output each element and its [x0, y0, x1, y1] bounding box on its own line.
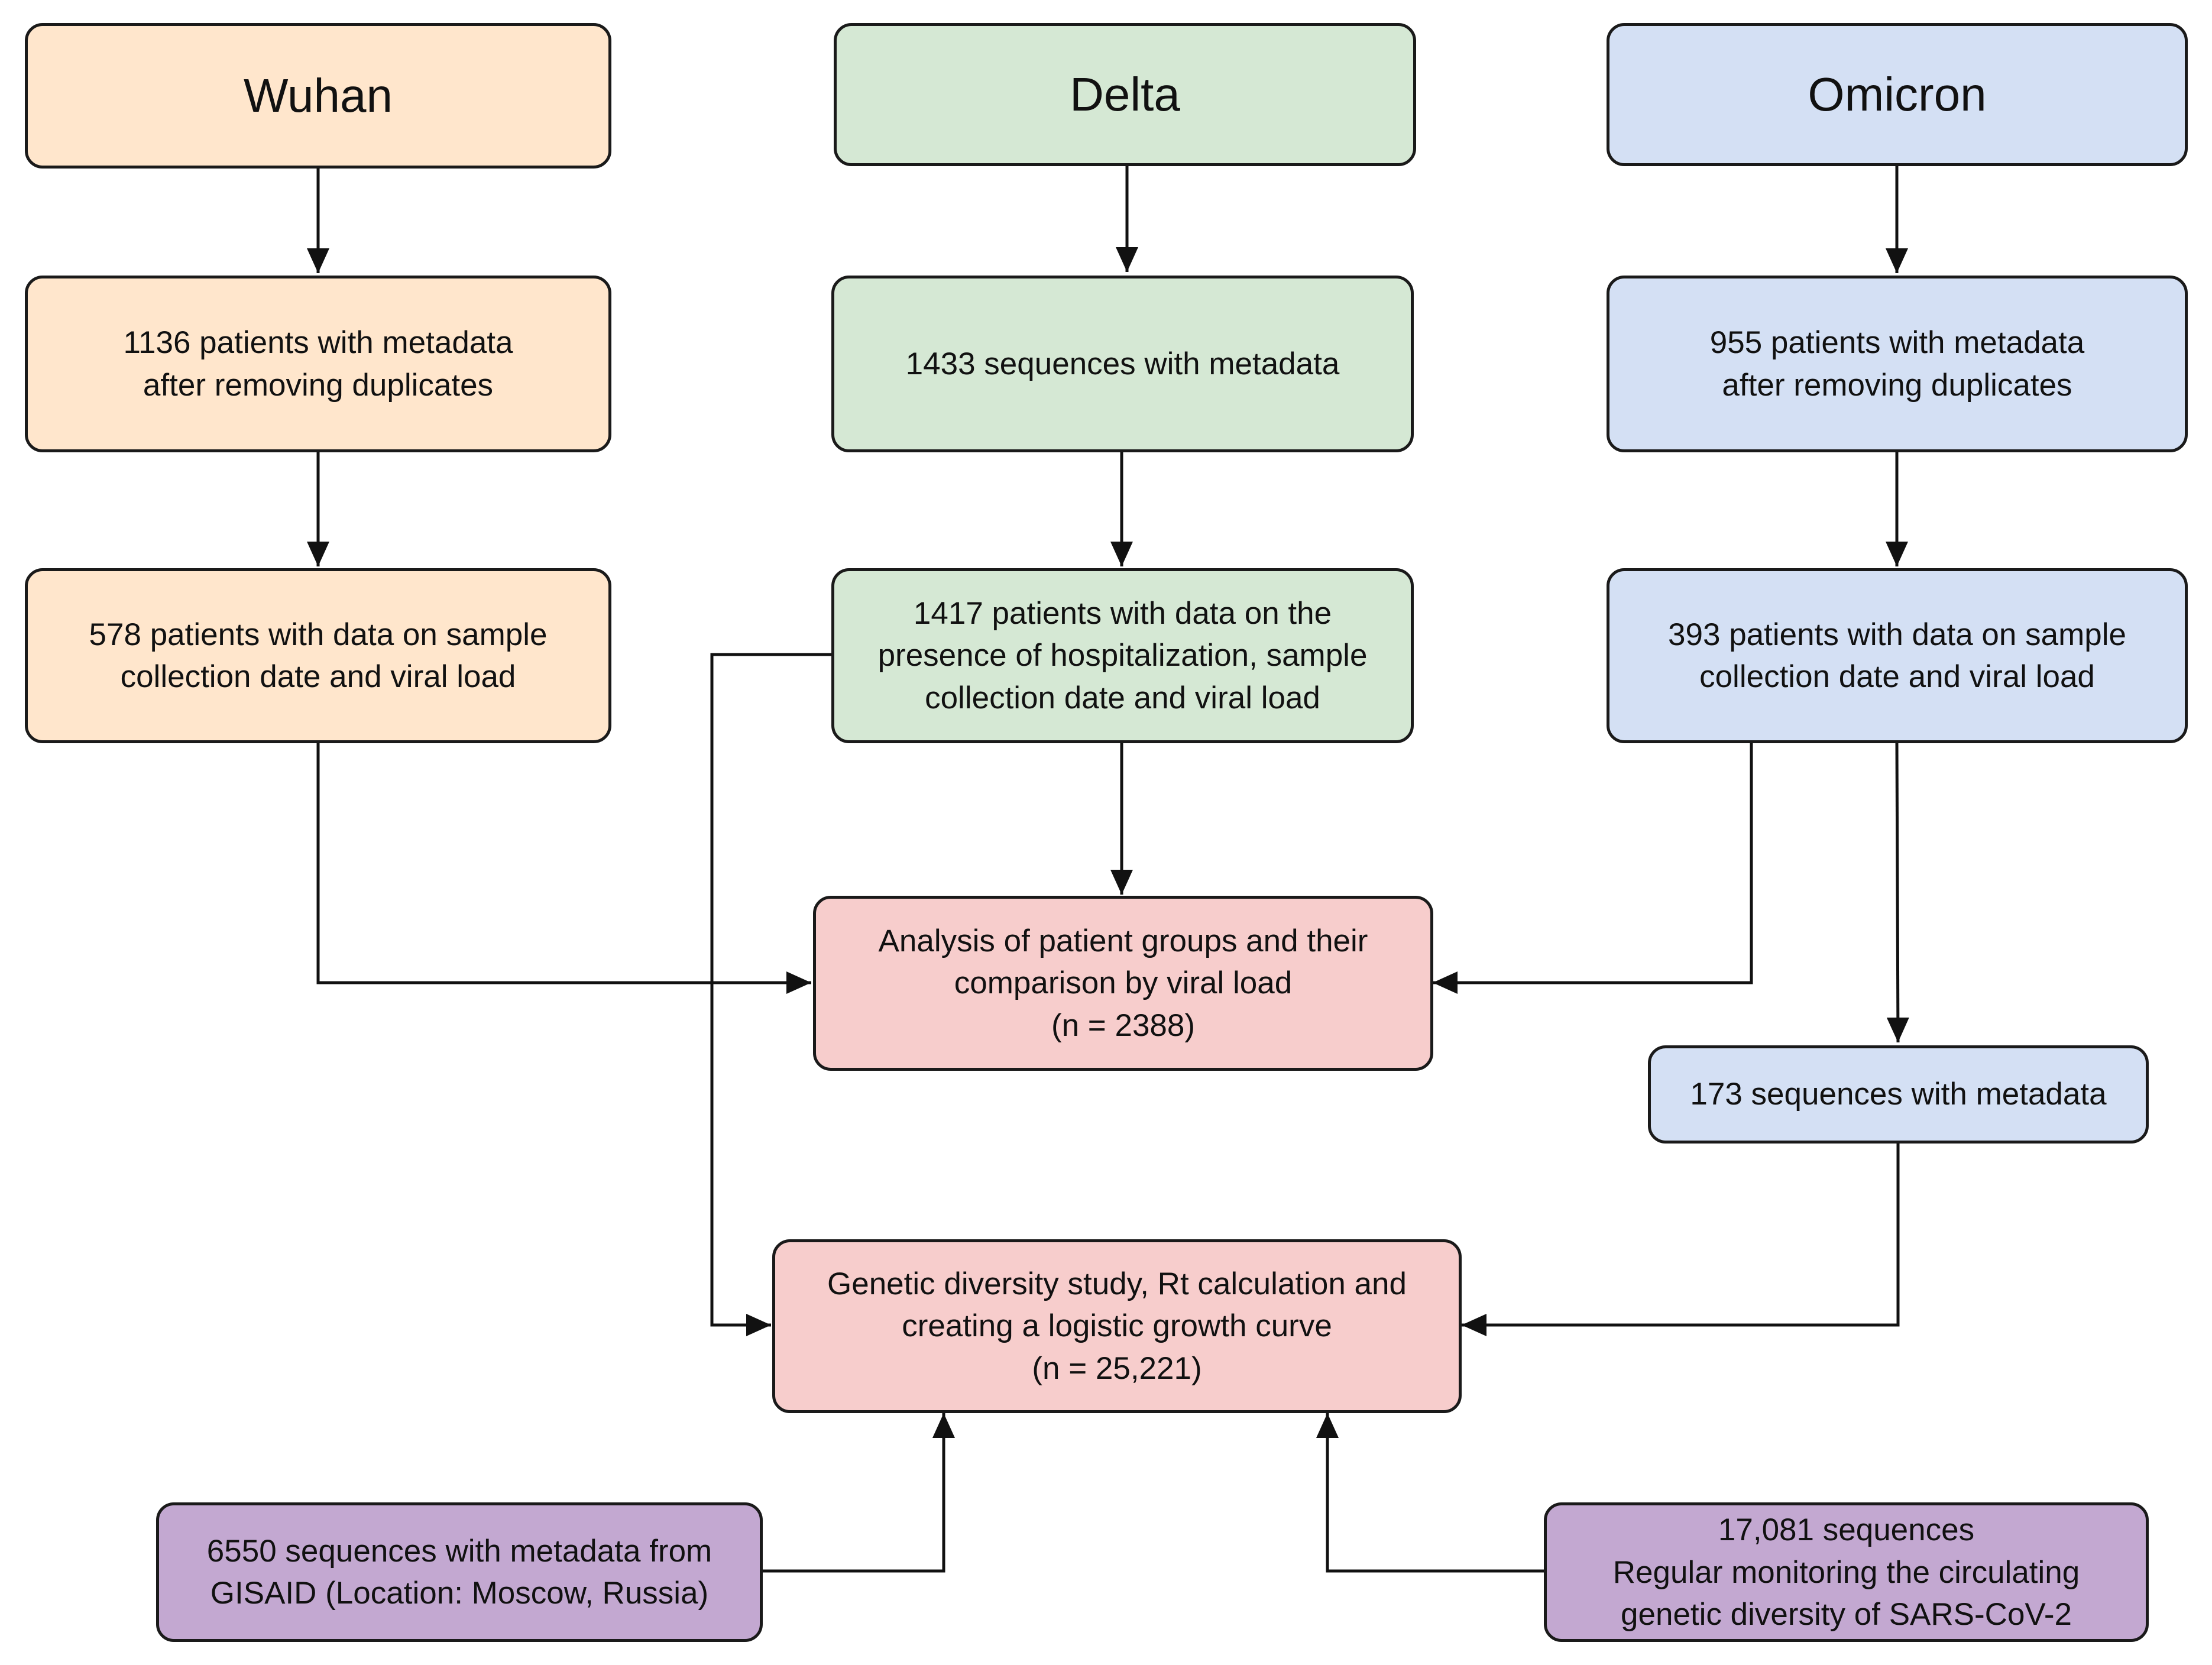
gisaid-line-2: GISAID (Location: Moscow, Russia) [210, 1576, 709, 1611]
arrow-omicron-step2-to-analysis [1433, 743, 1753, 994]
genetic-diversity-box: Genetic diversity study, Rt calculation … [772, 1239, 1462, 1413]
genetic-line-2: creating a logistic growth curve [902, 1308, 1332, 1344]
wuhan-patients-line-1: 1136 patients with metadata [123, 325, 513, 361]
arrow-delta-step2-to-genetic [710, 653, 831, 1336]
monitoring-box: 17,081 sequences Regular monitoring the … [1544, 1502, 2149, 1642]
delta-hospitalization-line-2: presence of hospitalization, sample [877, 638, 1368, 673]
analysis-line-3: (n = 2388) [1051, 1008, 1196, 1043]
omicron-sequences-line-1: 173 sequences with metadata [1690, 1077, 2107, 1112]
omicron-sequences-box: 173 sequences with metadata [1648, 1045, 2149, 1144]
omicron-header: Omicron [1607, 23, 2188, 166]
monitoring-line-1: 17,081 sequences [1718, 1512, 1975, 1548]
gisaid-box: 6550 sequences with metadata from GISAID… [156, 1502, 763, 1642]
delta-hospitalization-line-3: collection date and viral load [925, 680, 1320, 715]
genetic-line-3: (n = 25,221) [1032, 1350, 1202, 1386]
wuhan-header-label: Wuhan [243, 69, 393, 122]
gisaid-line-1: 6550 sequences with metadata from [206, 1533, 712, 1569]
delta-hospitalization-box: 1417 patients with data on the presence … [831, 568, 1414, 743]
arrow-omicron-step2-to-step3 [1886, 743, 1909, 1043]
delta-header-label: Delta [1070, 68, 1180, 121]
wuhan-viral-load-line-1: 578 patients with data on sample [89, 617, 548, 652]
omicron-viral-load-box: 393 patients with data on sample collect… [1607, 568, 2188, 743]
arrow-monitoring-to-genetic [1316, 1413, 1544, 1573]
wuhan-header: Wuhan [25, 23, 611, 169]
delta-header: Delta [834, 23, 1416, 166]
omicron-header-label: Omicron [1808, 68, 1987, 121]
delta-hospitalization-line-1: 1417 patients with data on the [913, 596, 1332, 631]
analysis-box: Analysis of patient groups and their com… [813, 896, 1433, 1071]
wuhan-patients-box: 1136 patients with metadata after removi… [25, 276, 611, 452]
monitoring-line-2: Regular monitoring the circulating [1612, 1554, 2080, 1590]
wuhan-viral-load-line-2: collection date and viral load [120, 659, 516, 694]
delta-sequences-box: 1433 sequences with metadata [831, 276, 1414, 452]
arrow-gisaid-to-genetic [763, 1413, 955, 1573]
delta-sequences-line-1: 1433 sequences with metadata [905, 346, 1340, 381]
wuhan-patients-line-2: after removing duplicates [142, 367, 494, 403]
arrow-wuhan-step2-to-analysis [316, 743, 811, 994]
arrow-omicron-step3-to-genetic [1462, 1144, 1900, 1336]
omicron-viral-load-line-2: collection date and viral load [1699, 659, 2095, 694]
genetic-line-1: Genetic diversity study, Rt calculation … [827, 1266, 1407, 1302]
wuhan-viral-load-box: 578 patients with data on sample collect… [25, 568, 611, 743]
monitoring-line-3: genetic diversity of SARS-CoV-2 [1621, 1596, 2072, 1632]
omicron-patients-line-1: 955 patients with metadata [1709, 325, 2085, 361]
analysis-line-1: Analysis of patient groups and their [878, 924, 1368, 959]
omicron-viral-load-line-1: 393 patients with data on sample [1668, 617, 2126, 652]
omicron-patients-line-2: after removing duplicates [1722, 367, 2072, 403]
analysis-line-2: comparison by viral load [954, 966, 1293, 1001]
omicron-patients-box: 955 patients with metadata after removin… [1607, 276, 2188, 452]
